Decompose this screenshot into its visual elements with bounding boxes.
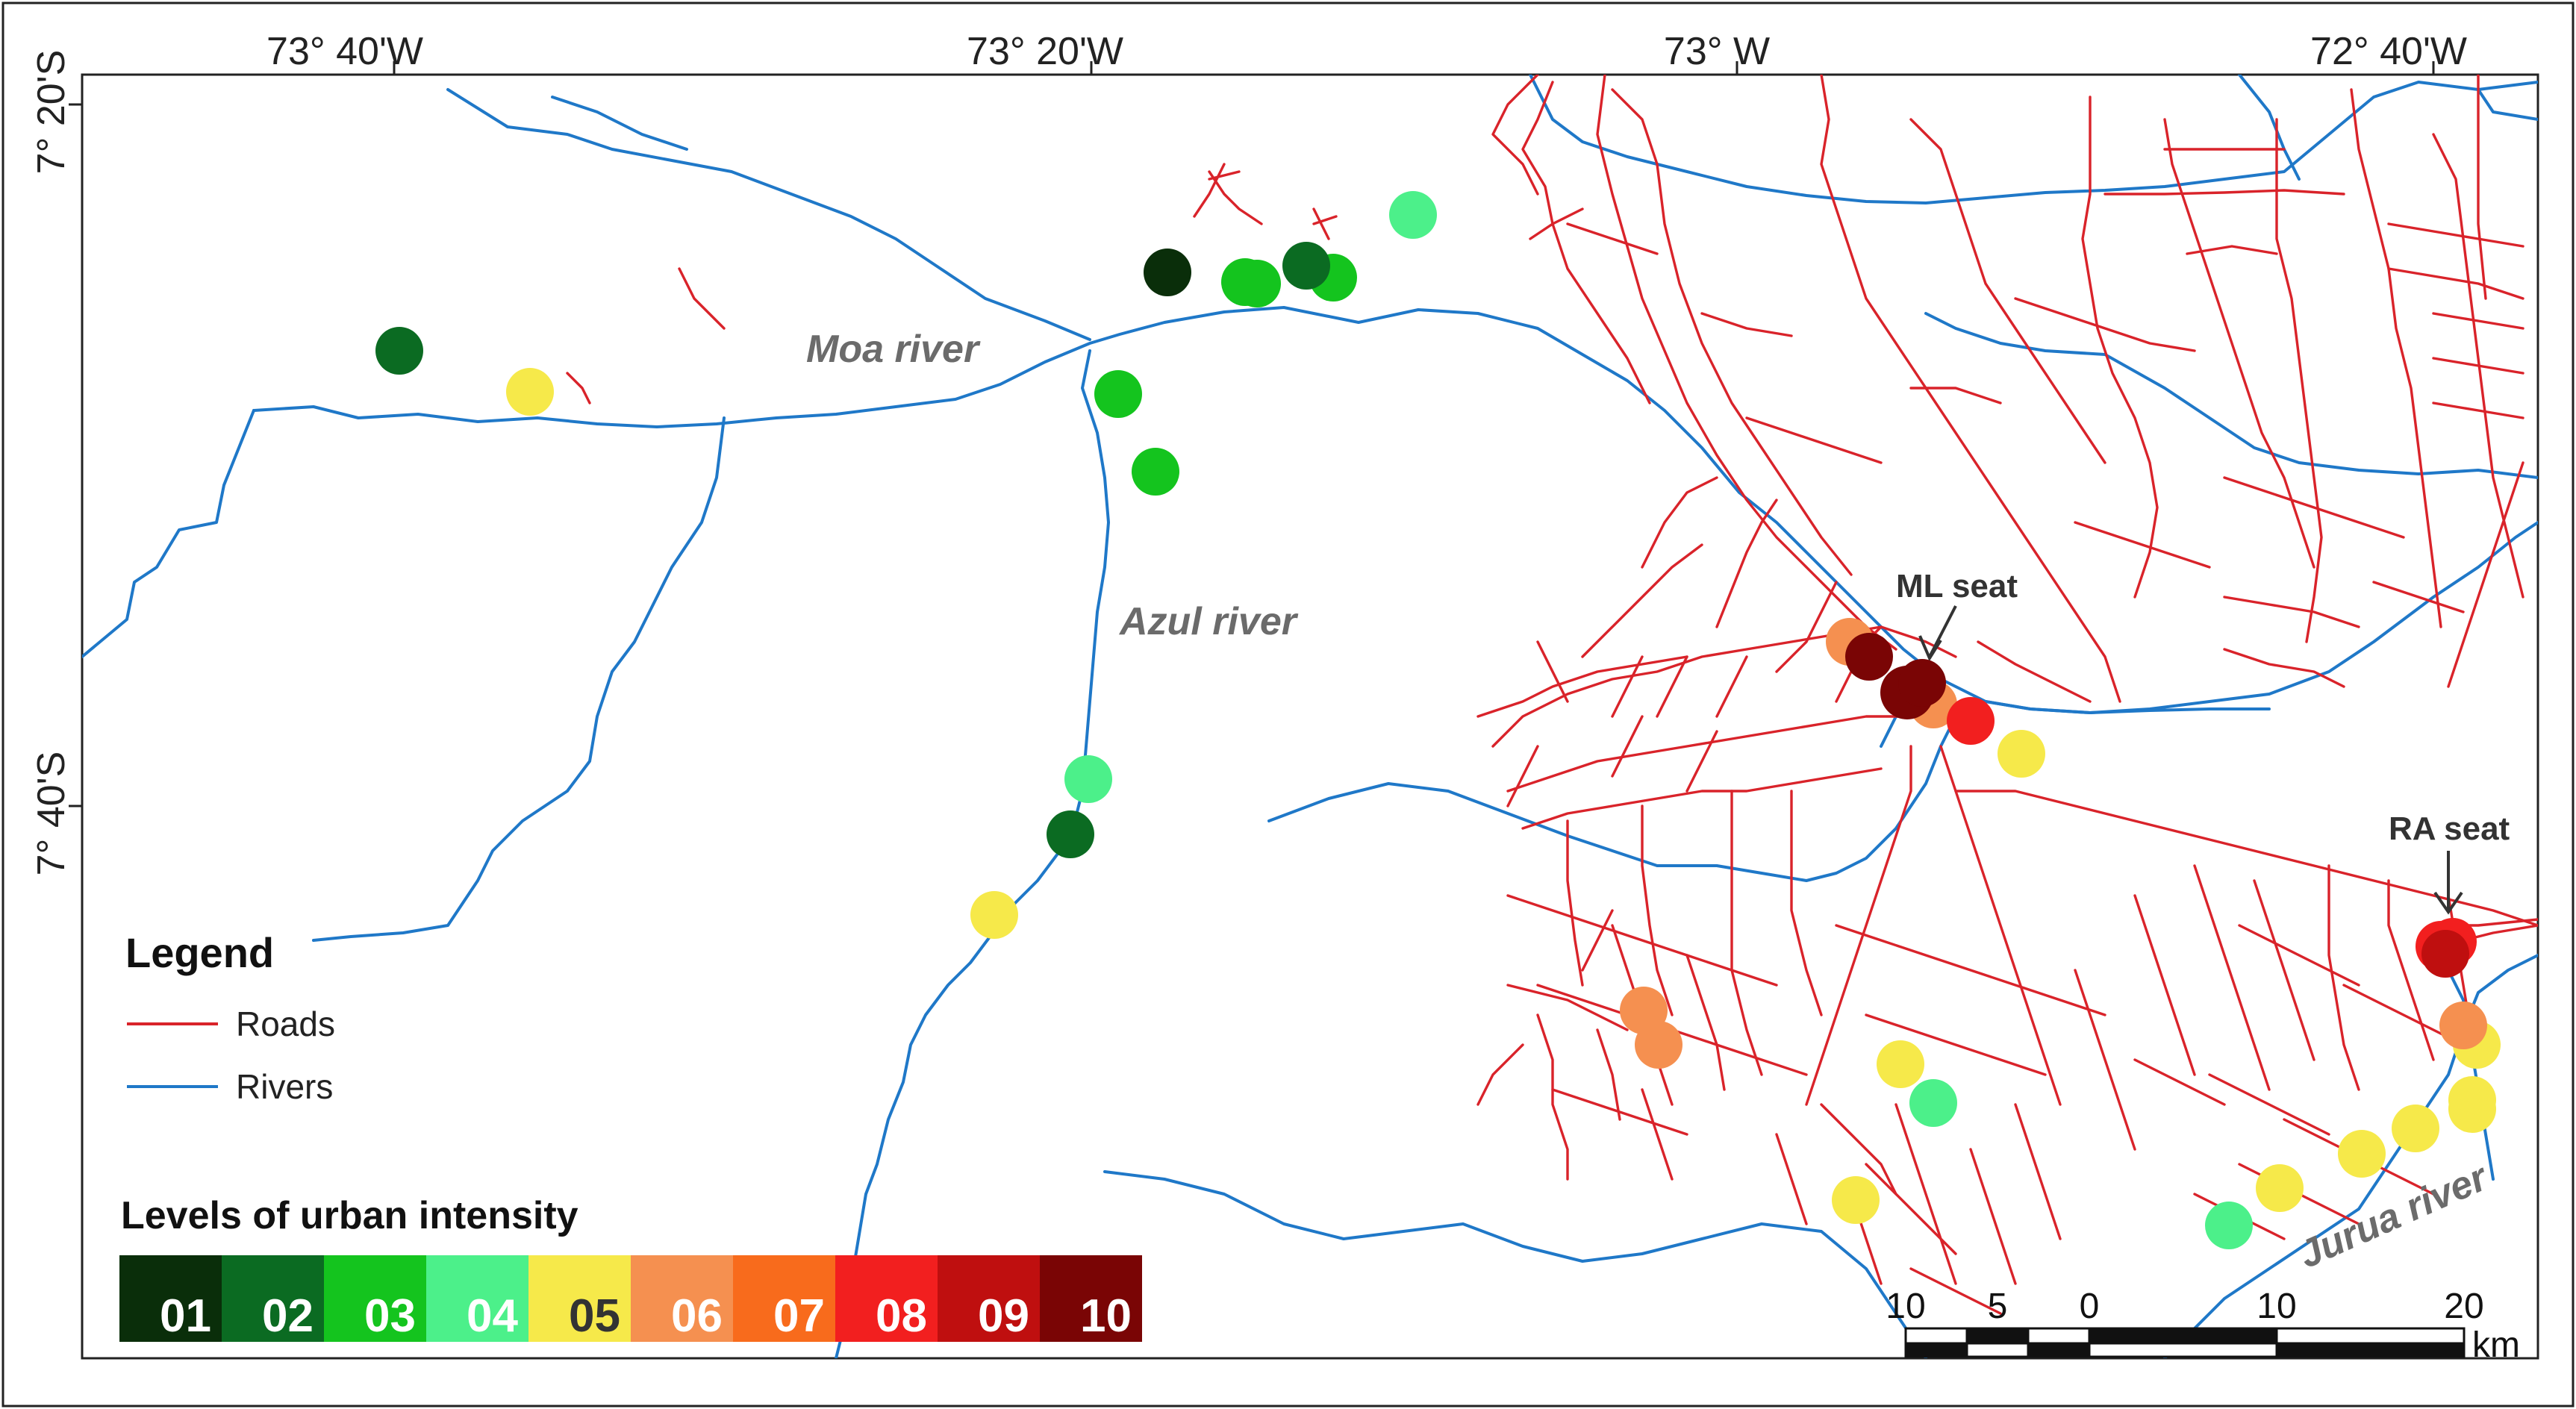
- level-label-10: 10: [1080, 1290, 1132, 1342]
- scale-label-5: 5: [1988, 1287, 2008, 1326]
- ml-seat-arrow: [1918, 605, 1957, 662]
- level-swatch-07: [733, 1255, 835, 1342]
- urban-point-level-05: [2448, 1085, 2496, 1133]
- legend-roads-label: Roads: [236, 1005, 335, 1043]
- level-swatch-02: [222, 1255, 324, 1342]
- level-label-01: 01: [160, 1290, 211, 1342]
- urban-point-level-05: [2256, 1164, 2304, 1212]
- scale-label-10-left: 10: [1886, 1287, 1925, 1326]
- level-swatch-04: [426, 1255, 528, 1342]
- urban-point-level-02: [1282, 242, 1330, 290]
- level-swatch-01: [119, 1255, 222, 1342]
- scale-bar: [1904, 1327, 2466, 1358]
- scale-label-20: 20: [2444, 1287, 2483, 1326]
- urban-point-level-02: [375, 327, 423, 375]
- level-label-05: 05: [569, 1290, 620, 1342]
- level-label-06: 06: [671, 1290, 723, 1342]
- lat-label-2: 7° 40'S: [30, 752, 73, 876]
- ra-seat-label: RA seat: [2389, 810, 2510, 847]
- urban-point-level-08: [1947, 697, 1995, 745]
- legend-title: Legend: [125, 929, 274, 976]
- level-label-07: 07: [773, 1290, 825, 1342]
- moa-river-label: Moa river: [806, 328, 981, 371]
- level-label-08: 08: [876, 1290, 927, 1342]
- lon-label-4: 72° 40'W: [2310, 30, 2467, 73]
- level-label-04: 04: [467, 1290, 518, 1342]
- urban-point-level-05: [2392, 1105, 2439, 1152]
- urban-points-layer: [375, 191, 2501, 1249]
- roads-layer: [566, 75, 2538, 1315]
- urban-point-level-04: [1909, 1079, 1957, 1127]
- level-swatch-06: [631, 1255, 733, 1342]
- lon-label-2: 73° 20'W: [967, 30, 1123, 73]
- level-label-03: 03: [364, 1290, 416, 1342]
- lon-label-3: 73° W: [1664, 30, 1770, 73]
- top-ticks: [69, 61, 2435, 807]
- urban-point-level-05: [1832, 1176, 1880, 1224]
- urban-point-level-04: [2205, 1202, 2253, 1249]
- level-swatch-08: [835, 1255, 938, 1342]
- levels-title: Levels of urban intensity: [121, 1194, 578, 1237]
- level-swatch-09: [938, 1255, 1040, 1342]
- level-swatch-03: [324, 1255, 426, 1342]
- ml-seat-label: ML seat: [1896, 568, 2018, 604]
- urban-point-level-02: [1047, 810, 1094, 858]
- urban-point-level-05: [506, 368, 554, 416]
- level-swatch-05: [528, 1255, 631, 1342]
- urban-point-level-10: [1845, 633, 1893, 681]
- urban-point-level-01: [1144, 249, 1191, 296]
- urban-point-level-10: [1898, 659, 1946, 707]
- urban-point-level-05: [2338, 1130, 2386, 1178]
- level-label-09: 09: [978, 1290, 1029, 1342]
- scale-label-0: 0: [2080, 1287, 2100, 1326]
- legend-rivers-label: Rivers: [236, 1067, 333, 1106]
- level-label-02: 02: [262, 1290, 314, 1342]
- ra-seat-arrow: [2433, 851, 2463, 915]
- lon-label-1: 73° 40'W: [266, 30, 423, 73]
- urban-point-level-03: [1132, 448, 1179, 496]
- scale-unit: km: [2472, 1325, 2520, 1365]
- urban-point-level-05: [970, 891, 1018, 939]
- urban-point-level-04: [1389, 191, 1437, 239]
- azul-river-label: Azul river: [1118, 600, 1299, 643]
- urban-point-level-06: [1635, 1021, 1682, 1069]
- urban-point-level-05: [1998, 730, 2045, 778]
- urban-point-level-04: [1064, 755, 1112, 803]
- level-swatch-10: [1040, 1255, 1142, 1342]
- lat-label-1: 7° 20'S: [30, 50, 73, 175]
- urban-point-level-05: [1877, 1040, 1924, 1088]
- levels-color-ramp: 01 02 03 04 05 06 07 08 09 10: [119, 1255, 1142, 1342]
- urban-point-level-06: [2439, 1002, 2487, 1049]
- scale-label-10: 10: [2257, 1287, 2296, 1326]
- urban-point-level-09: [2421, 930, 2469, 978]
- urban-point-level-03: [1094, 370, 1142, 418]
- urban-point-level-03: [1233, 260, 1281, 307]
